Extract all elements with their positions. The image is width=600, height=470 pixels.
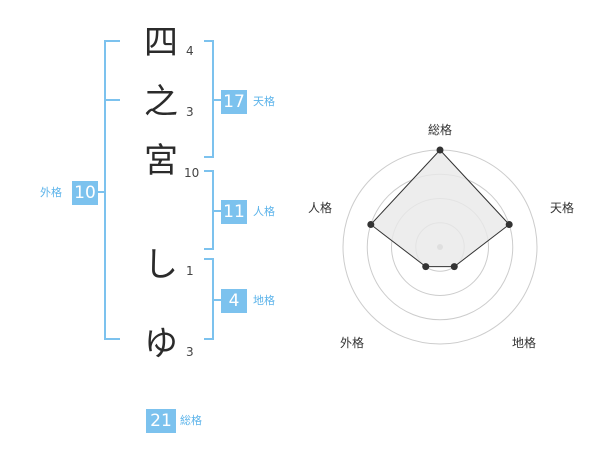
name-char-1: 四: [144, 23, 178, 63]
radar-point-2: [505, 221, 513, 229]
name-char-3: 宮: [144, 141, 178, 181]
stroke-count-1: 4: [186, 44, 194, 58]
jinkaku-bracket: [204, 170, 214, 250]
name-char-5: ゆ: [144, 324, 178, 364]
jinkaku-label: 人格: [253, 205, 275, 218]
stroke-count-3: 10: [184, 166, 200, 180]
gaikaku-bracket: [104, 40, 120, 340]
tenkaku-bracket: [204, 40, 214, 158]
gaikaku-value: 10: [72, 181, 98, 205]
tenkaku-bracket-tick: [214, 99, 221, 101]
name-char-2: 之: [144, 82, 178, 122]
stroke-count-4: 1: [186, 264, 194, 278]
radar-axis-label-soukaku: 総格: [428, 122, 452, 137]
jinkaku-bracket-tick: [214, 210, 221, 212]
tenkaku-value: 17: [221, 90, 247, 114]
jinkaku-value: 11: [221, 200, 247, 224]
radar-data-points: [367, 146, 513, 271]
soukaku-value: 21: [146, 409, 176, 433]
name-char-4: し: [144, 245, 178, 285]
radar-point-3: [450, 263, 458, 271]
stroke-count-2: 3: [186, 105, 194, 119]
radar-point-4: [422, 263, 430, 271]
chikaku-bracket: [204, 258, 214, 340]
gaikaku-bracket-left-tick: [98, 191, 105, 193]
chikaku-bracket-tick: [214, 299, 221, 301]
radar-point-1: [436, 146, 444, 154]
radar-axis-label-gaikaku: 外格: [340, 335, 364, 350]
gaikaku-label: 外格: [40, 186, 62, 199]
gaikaku-bracket-middle-tick: [104, 99, 120, 101]
radar-axis-label-tenkaku: 天格: [550, 200, 574, 215]
tenkaku-label: 天格: [253, 95, 275, 108]
radar-point-5: [367, 221, 375, 229]
radar-data-area: [370, 149, 510, 268]
radar-axis-label-jinkaku: 人格: [308, 200, 332, 215]
chikaku-value: 4: [221, 289, 247, 313]
stroke-count-5: 3: [186, 345, 194, 359]
radar-axis-label-chikaku: 地格: [512, 335, 536, 350]
chikaku-label: 地格: [253, 294, 275, 307]
soukaku-label: 総格: [180, 414, 202, 427]
